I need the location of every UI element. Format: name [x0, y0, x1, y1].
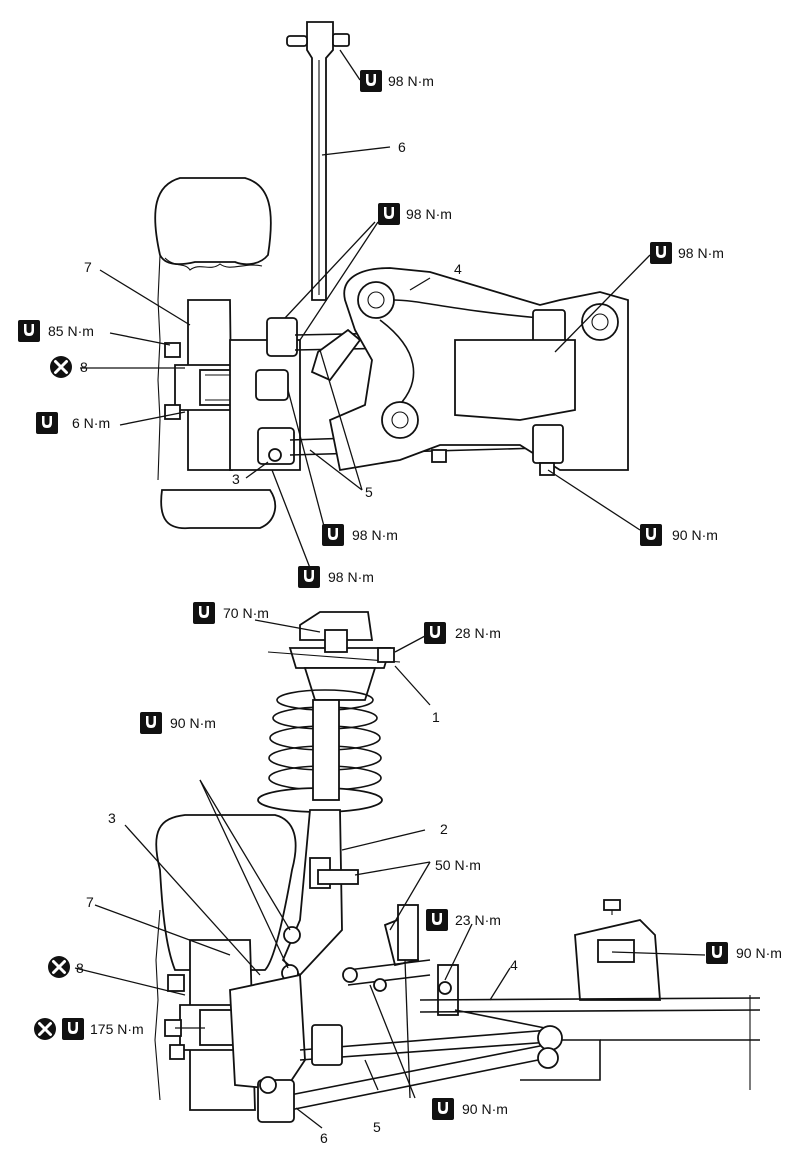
torque-70: 70 N·m	[193, 602, 269, 624]
stabilizer-link-drawing	[342, 904, 459, 1016]
callout-8: 8	[80, 359, 88, 375]
leader-lines-upper	[80, 49, 651, 569]
callout-5: 5	[373, 1119, 381, 1135]
strut-body-drawing	[281, 809, 359, 982]
trailing-link-drawing	[286, 21, 350, 301]
torque-90a: 90 N·m	[140, 712, 216, 734]
wrench-torque-icon	[424, 622, 446, 644]
wrench-torque-icon	[426, 909, 448, 931]
callout-3: 3	[108, 810, 116, 826]
wrench-torque-icon	[140, 712, 162, 734]
torque-6: 6 N·m	[36, 412, 110, 434]
torque-50: 50 N·m	[435, 857, 481, 873]
coil-spring-drawing	[257, 689, 383, 813]
wrench-torque-icon	[432, 1098, 454, 1120]
torque-85: 85 N·m	[18, 320, 94, 342]
torque-value: 90 N·m	[170, 715, 216, 731]
torque-value: 98 N·m	[328, 569, 374, 585]
torque-value: 98 N·m	[406, 206, 452, 222]
torque-90b: 90 N·m	[706, 942, 782, 964]
torque-90c: 90 N·m	[432, 1098, 508, 1120]
callout-7: 7	[84, 259, 92, 275]
hub-knuckle-upper-drawing	[157, 254, 301, 481]
do-not-reuse-icon	[32, 1016, 58, 1042]
callout-6: 6	[398, 139, 406, 155]
lower-arms-drawing	[257, 1009, 563, 1123]
torque-value: 90 N·m	[462, 1101, 508, 1117]
torque-value: 85 N·m	[48, 323, 94, 339]
callout-2: 2	[440, 821, 448, 837]
tire-upper-drawing	[154, 177, 277, 530]
wrench-torque-icon	[36, 412, 58, 434]
callout-5: 5	[365, 484, 373, 500]
wrench-torque-icon	[378, 203, 400, 225]
callout-1: 1	[432, 709, 440, 725]
callout-8: 8	[76, 960, 84, 976]
torque-value: 90 N·m	[672, 527, 718, 543]
torque-top: 98 N·m	[360, 70, 434, 92]
wrench-torque-icon	[62, 1018, 84, 1040]
wrench-torque-icon	[360, 70, 382, 92]
callout-4: 4	[510, 957, 518, 973]
leader-lines-lower	[74, 619, 706, 1129]
torque-value: 98 N·m	[388, 73, 434, 89]
wrench-torque-icon	[650, 242, 672, 264]
do-not-reuse-icon	[48, 354, 74, 380]
torque-value: 23 N·m	[455, 912, 501, 928]
callout-3: 3	[232, 471, 240, 487]
torque-90: 90 N·m	[640, 524, 718, 546]
wrench-torque-icon	[18, 320, 40, 342]
torque-low2: 98 N·m	[298, 566, 374, 588]
lower-figure: 70 N·m 28 N·m 90 N·m 50 N·m 23 N·m 90 N·…	[32, 602, 782, 1146]
torque-value: 6 N·m	[72, 415, 110, 431]
crossmember-lower-drawing	[419, 899, 761, 1090]
torque-right: 98 N·m	[650, 242, 724, 264]
do-not-reuse-icon	[46, 954, 72, 980]
do-not-reuse-8	[48, 354, 74, 380]
wrench-torque-icon	[322, 524, 344, 546]
torque-23: 23 N·m	[426, 909, 501, 931]
wrench-torque-icon	[298, 566, 320, 588]
torque-value: 98 N·m	[678, 245, 724, 261]
upper-figure: 98 N·m 98 N·m 98 N·m 85 N·m 6 N·m 98 N·m…	[18, 21, 724, 588]
callout-4: 4	[454, 261, 462, 277]
callout-6: 6	[320, 1130, 328, 1146]
wrench-torque-icon	[640, 524, 662, 546]
do-not-reuse-8-lower	[46, 954, 72, 980]
torque-value: 175 N·m	[90, 1021, 144, 1037]
wrench-torque-icon	[706, 942, 728, 964]
bushings-upper-drawing	[255, 317, 298, 465]
torque-low1: 98 N·m	[322, 524, 398, 546]
torque-28: 28 N·m	[424, 622, 501, 644]
torque-value: 70 N·m	[223, 605, 269, 621]
torque-upper-mid: 98 N·m	[378, 203, 452, 225]
torque-value: 28 N·m	[455, 625, 501, 641]
wrench-torque-icon	[193, 602, 215, 624]
torque-value: 50 N·m	[435, 857, 481, 873]
callout-7: 7	[86, 894, 94, 910]
torque-value: 90 N·m	[736, 945, 782, 961]
torque-175: 175 N·m	[32, 1016, 144, 1042]
tire-lower-drawing	[154, 814, 297, 1101]
strut-mount-drawing	[267, 611, 401, 701]
torque-value: 98 N·m	[352, 527, 398, 543]
crossmember-drawing	[328, 267, 629, 476]
hub-knuckle-lower-drawing	[164, 939, 306, 1111]
